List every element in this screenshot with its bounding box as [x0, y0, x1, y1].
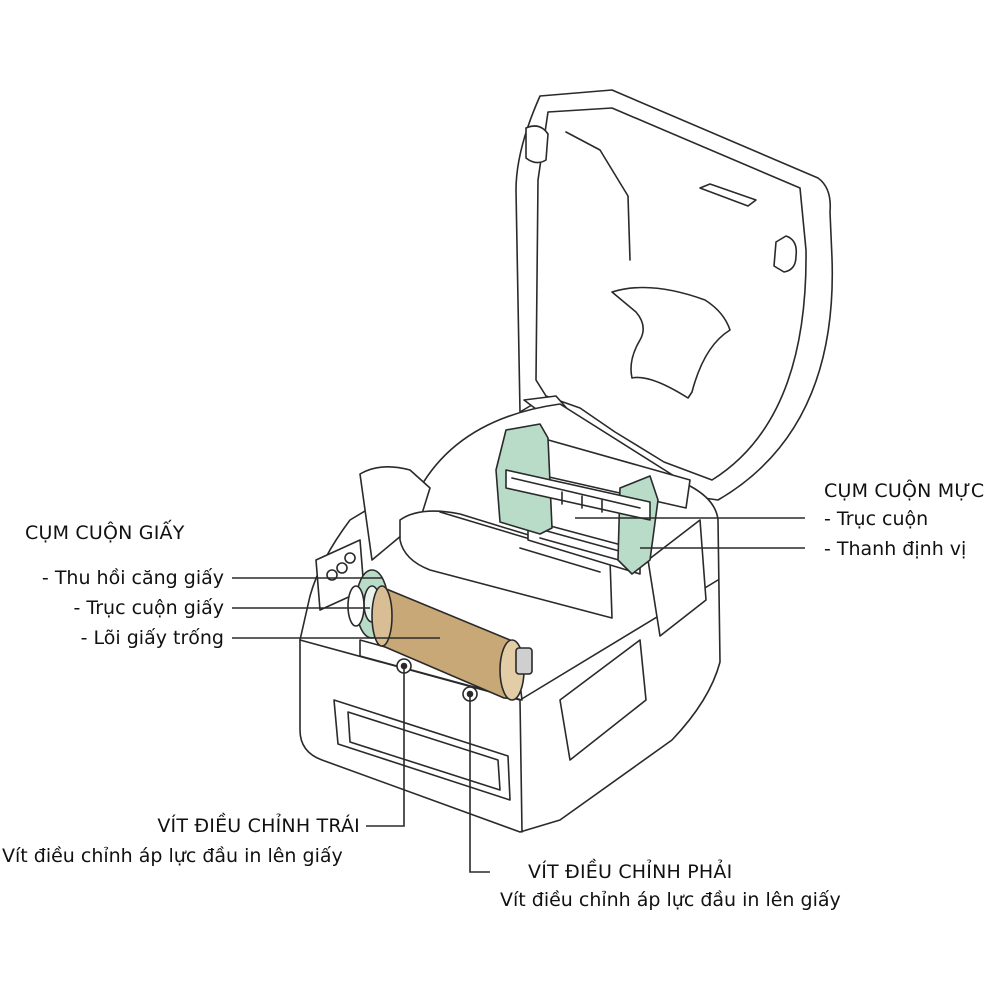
leader-vit-trai	[366, 666, 405, 827]
ribbon-assembly	[495, 423, 659, 575]
paper-item-tension: - Thu hồi căng giấy	[41, 567, 224, 589]
left-screw-desc: Vít điều chỉnh áp lực đầu in lên giấy	[2, 845, 343, 867]
leader-vit-phai	[469, 694, 490, 873]
paper-item-spindle: - Trục cuộn giấy	[73, 597, 224, 619]
ribbon-group-title: CỤM CUỘN MỰC	[824, 480, 985, 502]
paper-group-title: CỤM CUỘN GIẤY	[25, 522, 185, 544]
right-screw-title: VÍT ĐIỀU CHỈNH PHẢI	[528, 861, 733, 883]
ribbon-item-locator: - Thanh định vị	[824, 538, 967, 560]
leader-lines	[232, 517, 805, 873]
right-screw-desc: Vít điều chỉnh áp lực đầu in lên giấy	[500, 889, 841, 911]
paper-core-cylinder	[371, 585, 533, 701]
printer-cover	[515, 89, 834, 501]
ribbon-item-spindle: - Trục cuộn	[824, 508, 929, 530]
left-screw-title: VÍT ĐIỀU CHỈNH TRÁI	[157, 815, 360, 837]
paper-item-empty-core: - Lõi giấy trống	[80, 627, 224, 649]
